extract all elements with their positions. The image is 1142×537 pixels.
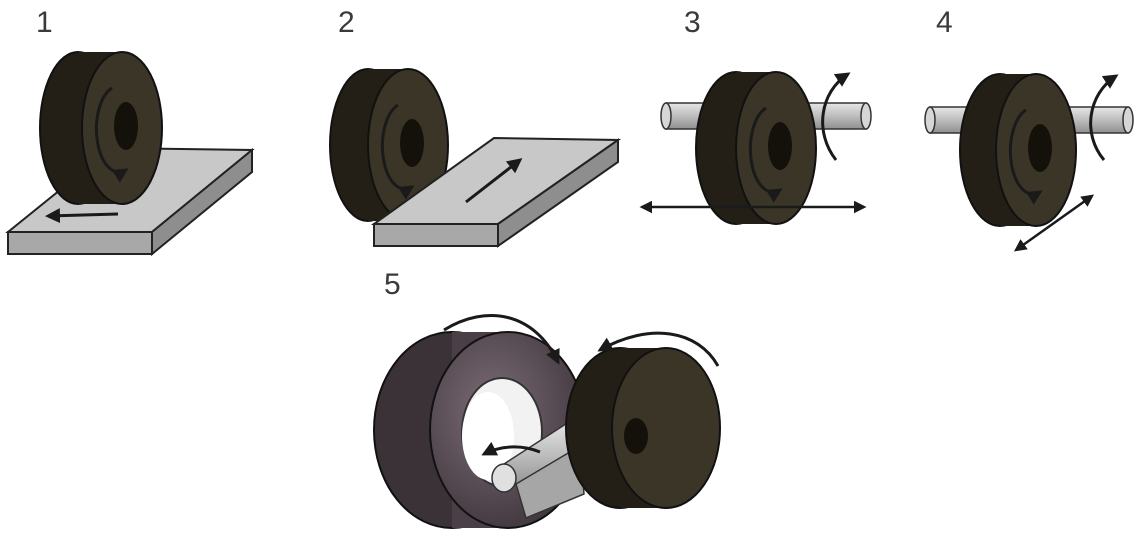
panel-3: 3 <box>639 6 872 225</box>
rotation-arrow-icon <box>94 86 129 183</box>
grinding-wheel-icon <box>695 71 817 225</box>
feed-arrow-icon <box>1013 194 1095 252</box>
feed-arrow-icon <box>465 158 523 204</box>
rotation-arrow-icon <box>597 331 720 367</box>
panel-1: 1 <box>5 6 255 257</box>
grinding-wheel-icon <box>565 347 721 509</box>
grinding-wheel-icon <box>39 51 163 205</box>
panel-2: 2 <box>329 6 622 248</box>
rotation-arrow-icon <box>821 72 851 161</box>
rotation-arrow-icon <box>443 314 560 365</box>
feed-arrow-icon <box>45 208 119 224</box>
rotation-arrow-icon <box>481 441 541 456</box>
rotation-arrow-icon <box>1089 74 1119 161</box>
panel-2-number: 2 <box>338 6 355 39</box>
panel-5-number: 5 <box>384 268 401 301</box>
panel-1-number: 1 <box>36 6 53 39</box>
rotation-arrow-icon <box>380 103 415 200</box>
grinding-wheel-icon <box>959 73 1077 227</box>
grinding-wheel-icon <box>329 68 449 222</box>
panel-4: 4 <box>924 6 1134 252</box>
panel-3-number: 3 <box>684 6 701 39</box>
rotation-arrow-icon <box>748 106 783 203</box>
panel-5: 5 <box>373 268 721 529</box>
panel-4-number: 4 <box>936 6 953 39</box>
rotation-arrow-icon <box>1008 108 1043 205</box>
workpiece-plate-icon <box>370 136 622 248</box>
